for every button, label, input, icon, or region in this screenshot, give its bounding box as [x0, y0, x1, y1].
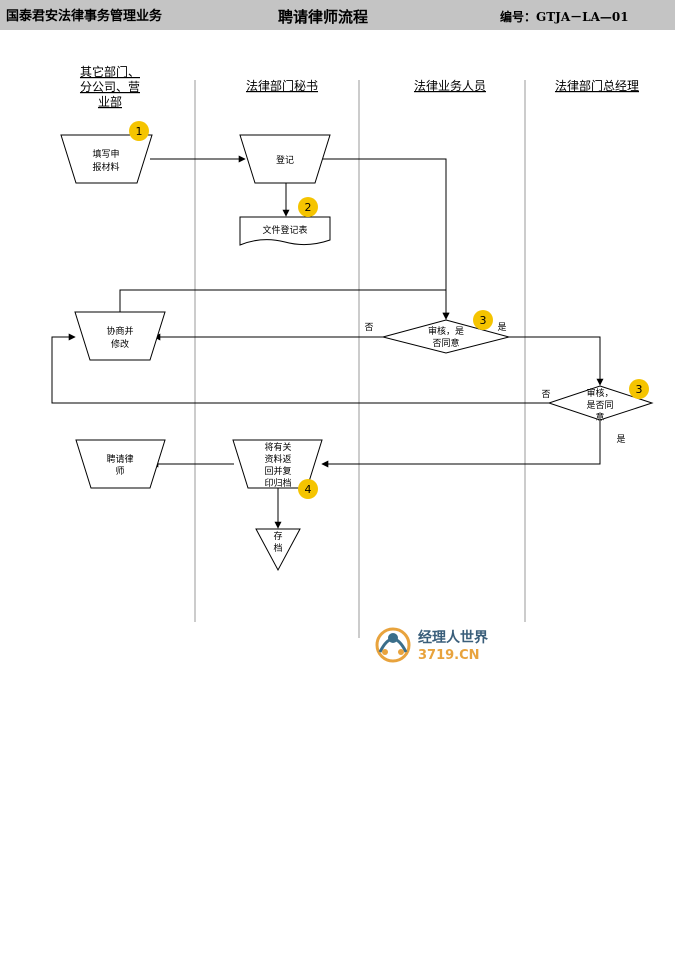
edge-review-yes-to-gm [509, 336, 604, 386]
lane-title-general-manager: 法律部门总经理 [555, 78, 639, 93]
lane-title-other-dept-line1: 其它部门、 [80, 64, 140, 79]
lane-title-secretary: 法律部门秘书 [246, 78, 318, 93]
step-badge-3-gm: 3 [629, 379, 649, 399]
node-hire-lawyer: 聘请律 师 [75, 439, 166, 489]
node-hire-lawyer-line1: 聘请律 [106, 453, 133, 465]
node-fill-materials-line2: 报材料 [92, 161, 119, 173]
node-review-staff-line2: 否同意 [432, 337, 459, 349]
node-return-docs-line2: 资料返 [264, 453, 291, 465]
node-negotiate: 协商并 修改 [74, 311, 166, 361]
edge-label-gm-yes: 是 [616, 434, 625, 445]
node-fill-materials: 填写申 报材料 [60, 134, 153, 184]
company-name: 国泰君安法律事务管理业务 [6, 9, 163, 24]
node-negotiate-line1: 协商并 [106, 325, 133, 337]
node-return-docs: 将有关 资料返 回并复 印归档 [232, 439, 323, 489]
node-archive: 存 档 [255, 528, 301, 572]
step-badge-3-staff-label: 3 [480, 314, 487, 327]
step-badge-2-label: 2 [305, 201, 312, 214]
node-fill-materials-line1: 填写申 [92, 148, 119, 160]
node-review-gm: 审核， 是否同 意 [547, 385, 654, 423]
node-negotiate-line2: 修改 [111, 338, 129, 350]
edge-label-staff-no: 否 [364, 322, 373, 333]
document-code: 编号：GTJA－LA—01 [500, 10, 629, 24]
node-review-gm-line3: 意 [595, 411, 604, 423]
node-return-docs-line4: 印归档 [264, 477, 291, 489]
lane-title-other-dept-line2: 分公司、营 [80, 80, 140, 94]
page-title: 聘请律师流程 [278, 8, 369, 26]
node-file-register-form: 文件登记表 [239, 216, 331, 246]
logo-icon [375, 627, 411, 663]
edge-gm-no-to-negotiate [51, 333, 549, 404]
step-badge-4-label: 4 [305, 483, 312, 496]
node-hire-lawyer-line2: 师 [115, 465, 124, 477]
node-archive-line1: 存 [273, 530, 282, 542]
step-badge-4: 4 [298, 479, 318, 499]
node-register-label: 登记 [276, 155, 294, 166]
edge-negotiate-back-to-review [119, 289, 450, 320]
node-return-docs-line1: 将有关 [264, 441, 291, 453]
edge-label-staff-yes: 是 [497, 322, 506, 333]
connectors [51, 155, 604, 529]
logo-name: 经理人世界 [418, 629, 489, 646]
node-archive-line2: 档 [273, 542, 282, 554]
lane-title-business-staff: 法律业务人员 [414, 78, 486, 93]
node-file-register-form-label: 文件登记表 [262, 224, 307, 236]
step-badge-3-staff: 3 [473, 310, 493, 330]
step-badge-3-gm-label: 3 [636, 383, 643, 396]
logo-url: 3719.CN [418, 648, 480, 663]
watermark-logo: 经理人世界 3719.CN [375, 627, 489, 663]
node-return-docs-line3: 回并复 [264, 465, 291, 477]
node-register: 登记 [239, 134, 331, 184]
node-review-staff-line1: 审核，是 [428, 325, 464, 337]
header-bar [0, 0, 675, 30]
node-review-gm-line2: 是否同 [586, 400, 613, 411]
edge-label-gm-no: 否 [541, 389, 550, 400]
step-badge-1: 1 [129, 121, 149, 141]
node-review-staff: 审核，是 否同意 [381, 319, 511, 354]
edge-register-to-review [318, 158, 450, 320]
lane-title-other-dept-line3: 业部 [98, 94, 122, 109]
edge-gm-yes-to-return [321, 421, 601, 468]
node-review-gm-line1: 审核， [586, 387, 613, 399]
step-badge-1-label: 1 [136, 125, 143, 138]
step-badge-2: 2 [298, 197, 318, 217]
